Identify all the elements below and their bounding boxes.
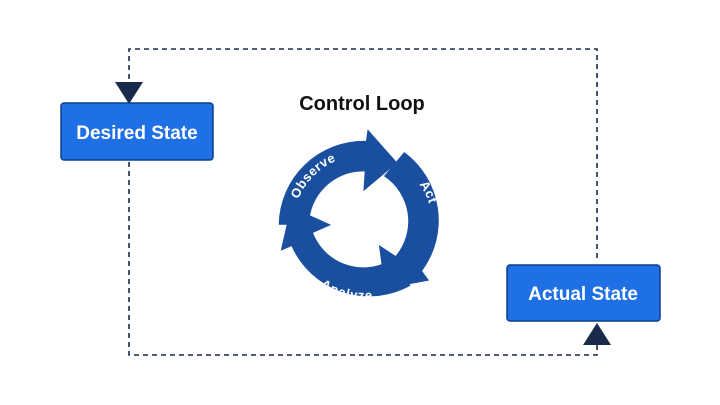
arrow-into-desired-state-icon [115, 82, 143, 104]
analyze-arrow [280, 206, 411, 297]
arrow-into-actual-state-icon [583, 323, 611, 345]
feedback-loop-dashed-line-bottom [128, 162, 598, 356]
actual-state-label: Actual State [528, 284, 638, 305]
actual-state-box: Actual State [506, 264, 661, 322]
desired-state-box: Desired State [60, 102, 214, 161]
observe-arrow [278, 129, 398, 225]
act-arrow [378, 152, 439, 289]
diagram-title: Control Loop [299, 93, 425, 115]
feedback-loop-dashed-line [128, 48, 598, 262]
desired-state-label: Desired State [76, 123, 197, 144]
cycle-ring [278, 129, 439, 297]
